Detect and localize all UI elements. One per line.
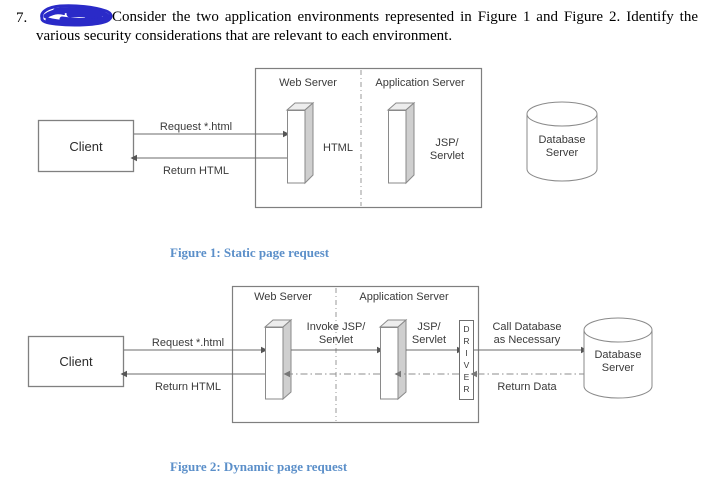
fig2-invoke-label-2: Servlet bbox=[319, 334, 353, 346]
fig2-call-db-label-1: Call Database bbox=[492, 321, 561, 333]
fig1-web-server-component bbox=[285, 101, 315, 185]
figure-1-caption: Figure 1: Static page request bbox=[170, 245, 330, 260]
fig2-client-box bbox=[27, 335, 125, 388]
fig1-database-cylinder bbox=[526, 101, 598, 182]
fig1-request-label: Request *.html bbox=[160, 121, 232, 133]
fig2-driver-letter-5: R bbox=[463, 384, 469, 394]
fig2-driver-letter-0: D bbox=[463, 324, 469, 334]
fig2-server-container bbox=[231, 285, 480, 424]
fig2-jsp-label-2: Servlet bbox=[412, 334, 446, 346]
fig2-web-server-component bbox=[263, 318, 293, 401]
fig2-return-data-label: Return Data bbox=[497, 381, 557, 393]
fig2-web-server-label: Web Server bbox=[254, 291, 312, 303]
figure-1-diagram: Web Server Application Server Client Req… bbox=[37, 67, 598, 209]
blue-scribble-redaction-icon bbox=[36, 4, 113, 27]
fig1-client-label: Client bbox=[69, 139, 103, 154]
fig2-driver-letter-4: E bbox=[464, 372, 470, 382]
fig2-app-server-label: Application Server bbox=[359, 291, 449, 303]
fig2-request-label: Request *.html bbox=[152, 337, 224, 349]
question-sentence-2: the various security considerations that… bbox=[36, 9, 698, 44]
fig2-database-label-2: Server bbox=[602, 362, 635, 374]
fig2-app-server-component bbox=[378, 318, 408, 401]
fig1-app-server-component bbox=[386, 101, 416, 185]
fig2-database-cylinder bbox=[583, 317, 653, 399]
fig1-client-box bbox=[37, 119, 135, 173]
fig1-database-label-2: Server bbox=[546, 147, 579, 159]
figure-2-caption: Figure 2: Dynamic page request bbox=[170, 459, 348, 474]
fig2-driver-letter-1: R bbox=[463, 336, 469, 346]
fig1-server-container bbox=[254, 67, 483, 209]
fig2-return-label: Return HTML bbox=[155, 381, 221, 393]
fig1-web-server-label: Web Server bbox=[279, 77, 337, 89]
fig2-driver-box: D R I V E R bbox=[459, 320, 474, 400]
fig1-html-label: HTML bbox=[323, 142, 353, 154]
fig2-database-label-1: Database bbox=[594, 349, 641, 361]
fig1-jsp-label-2: Servlet bbox=[430, 150, 464, 162]
fig2-jsp-label-1: JSP/ bbox=[417, 321, 441, 333]
question-block: 7. Consider the two application environm… bbox=[10, 4, 698, 46]
fig1-app-server-label: Application Server bbox=[375, 77, 465, 89]
fig2-call-db-label-2: as Necessary bbox=[494, 334, 561, 346]
fig1-jsp-label-1: JSP/ bbox=[435, 137, 459, 149]
fig2-driver-letter-2: I bbox=[465, 348, 467, 358]
fig1-return-label: Return HTML bbox=[163, 165, 229, 177]
fig2-invoke-label-1: Invoke JSP/ bbox=[307, 321, 367, 333]
question-number: 7. bbox=[16, 10, 28, 26]
question-sentence-1: Consider the two application environment… bbox=[112, 9, 674, 25]
fig1-database-label-1: Database bbox=[538, 134, 585, 146]
question-text: Consider the two application environment… bbox=[36, 4, 698, 46]
figure-2-diagram: Web Server Application Server Client Req… bbox=[27, 285, 653, 424]
fig2-client-label: Client bbox=[59, 354, 93, 369]
fig2-driver-letter-3: V bbox=[464, 360, 470, 370]
